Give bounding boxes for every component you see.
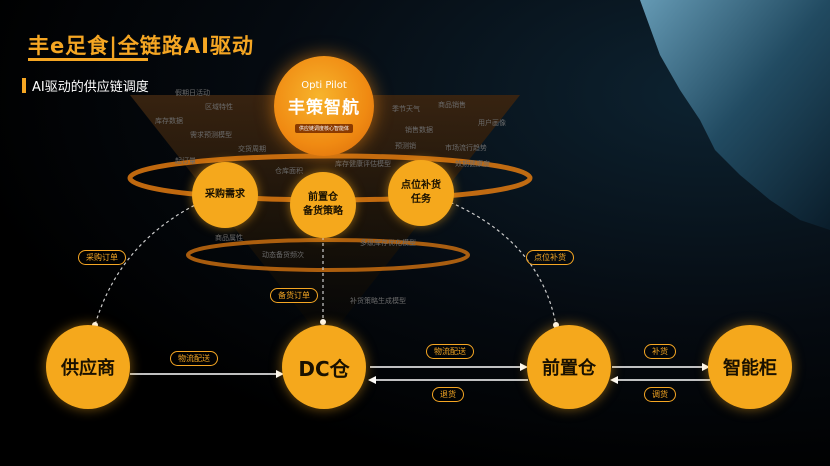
- supplier-node: 供应商: [46, 325, 130, 409]
- keyword: 交货周期: [238, 145, 266, 153]
- smart-cabinet-node: 智能柜: [708, 325, 792, 409]
- keyword: 销售数据: [405, 126, 433, 134]
- keyword: 库存数据: [155, 117, 183, 125]
- supplier-label: 供应商: [61, 358, 115, 379]
- keyword: 补货策略生成模型: [350, 297, 406, 305]
- purchase-demand-node: 采购需求: [192, 162, 258, 228]
- keyword: 市场流行趋势: [445, 144, 487, 152]
- replenish-label-line1: 点位补货: [401, 180, 441, 191]
- front-warehouse-label: 前置仓: [542, 358, 596, 379]
- keyword: 假期日活动: [175, 89, 210, 97]
- dc-strategy-label-line1: 前置仓: [308, 192, 338, 203]
- keyword: 需求预测模型: [190, 131, 232, 139]
- keyword: 仓库面积: [275, 167, 303, 175]
- dc-label: DC仓: [298, 356, 350, 381]
- opti-pilot-hub: Opti Pilot 丰策智航 供应链调度核心智能体: [274, 56, 374, 156]
- purchase-demand-line: [94, 199, 206, 326]
- keyword: 季节天气: [392, 105, 420, 113]
- smart-cabinet-label: 智能柜: [723, 358, 777, 379]
- page-title: 丰e足食|全链路AI驱动: [28, 34, 254, 58]
- purchase-demand-label: 采购需求: [205, 189, 245, 200]
- replenish-task-node: 点位补货 任务: [388, 160, 454, 226]
- keyword: 起订量: [175, 157, 196, 165]
- lower-ring: [186, 238, 470, 272]
- logistics-tag-1: 物流配送: [170, 351, 218, 366]
- keyword: 效期健康度: [455, 160, 490, 168]
- return-tag: 退货: [432, 387, 464, 402]
- dc-strategy-label-line2: 备货策略: [303, 206, 343, 217]
- hub-chinese-name: 丰策智航: [288, 97, 360, 118]
- subtitle-bar: [22, 78, 26, 93]
- replenish-point-tag: 点位补货: [526, 250, 574, 265]
- replenish-line: [444, 199, 557, 326]
- dc-stock-strategy-node: 前置仓 备货策略: [290, 172, 356, 238]
- keyword: 动态备货频次: [262, 251, 304, 259]
- restock-tag: 补货: [644, 344, 676, 359]
- keyword: 库存健康评估模型: [335, 160, 391, 168]
- purchase-order-tag: 采购订单: [78, 250, 126, 265]
- keyword: 商品属性: [215, 234, 243, 242]
- iceberg-shape: [640, 0, 830, 230]
- subtitle: AI驱动的供应链调度: [32, 80, 149, 95]
- dc-warehouse-node: DC仓: [282, 325, 366, 409]
- front-warehouse-node: 前置仓: [527, 325, 611, 409]
- keyword: 预测销: [395, 142, 416, 150]
- transfer-tag: 调货: [644, 387, 676, 402]
- stock-order-tag: 备货订单: [270, 288, 318, 303]
- logistics-tag-2: 物流配送: [426, 344, 474, 359]
- keyword: 区域特性: [205, 103, 233, 111]
- hub-tag: 供应链调度核心智能体: [294, 123, 353, 133]
- title-underline: [28, 58, 148, 61]
- keyword: 多级库存优化模型: [360, 239, 416, 247]
- replenish-label-line2: 任务: [411, 194, 431, 205]
- hub-english-name: Opti Pilot: [301, 79, 347, 91]
- keyword: 用户画像: [478, 119, 506, 127]
- keyword: 商品销售: [438, 101, 466, 109]
